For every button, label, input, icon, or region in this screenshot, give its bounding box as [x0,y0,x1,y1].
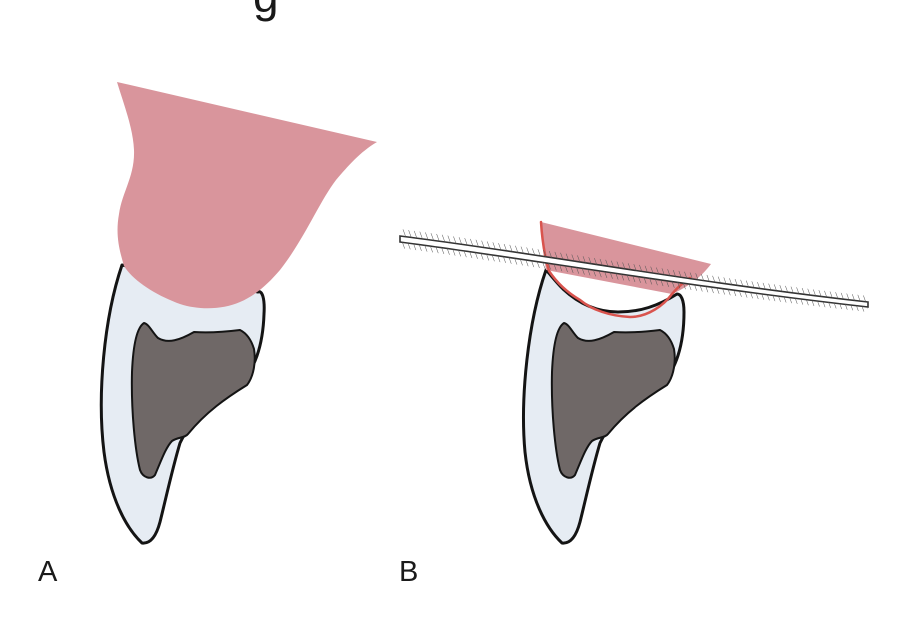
scalpel-blade-lower-hatch [400,242,868,312]
tooth-b-dentin [550,322,676,479]
panel-label-b: B [399,556,418,588]
scalpel-blade-upper-hatch [400,229,868,302]
tooth-a-dentin [130,322,256,479]
gingival-overgrowth-a [117,82,377,309]
panel-label-a: A [38,556,58,588]
panel-b: B [399,220,869,588]
cropped-top-text: g [253,0,279,22]
panel-a: A [38,82,377,588]
